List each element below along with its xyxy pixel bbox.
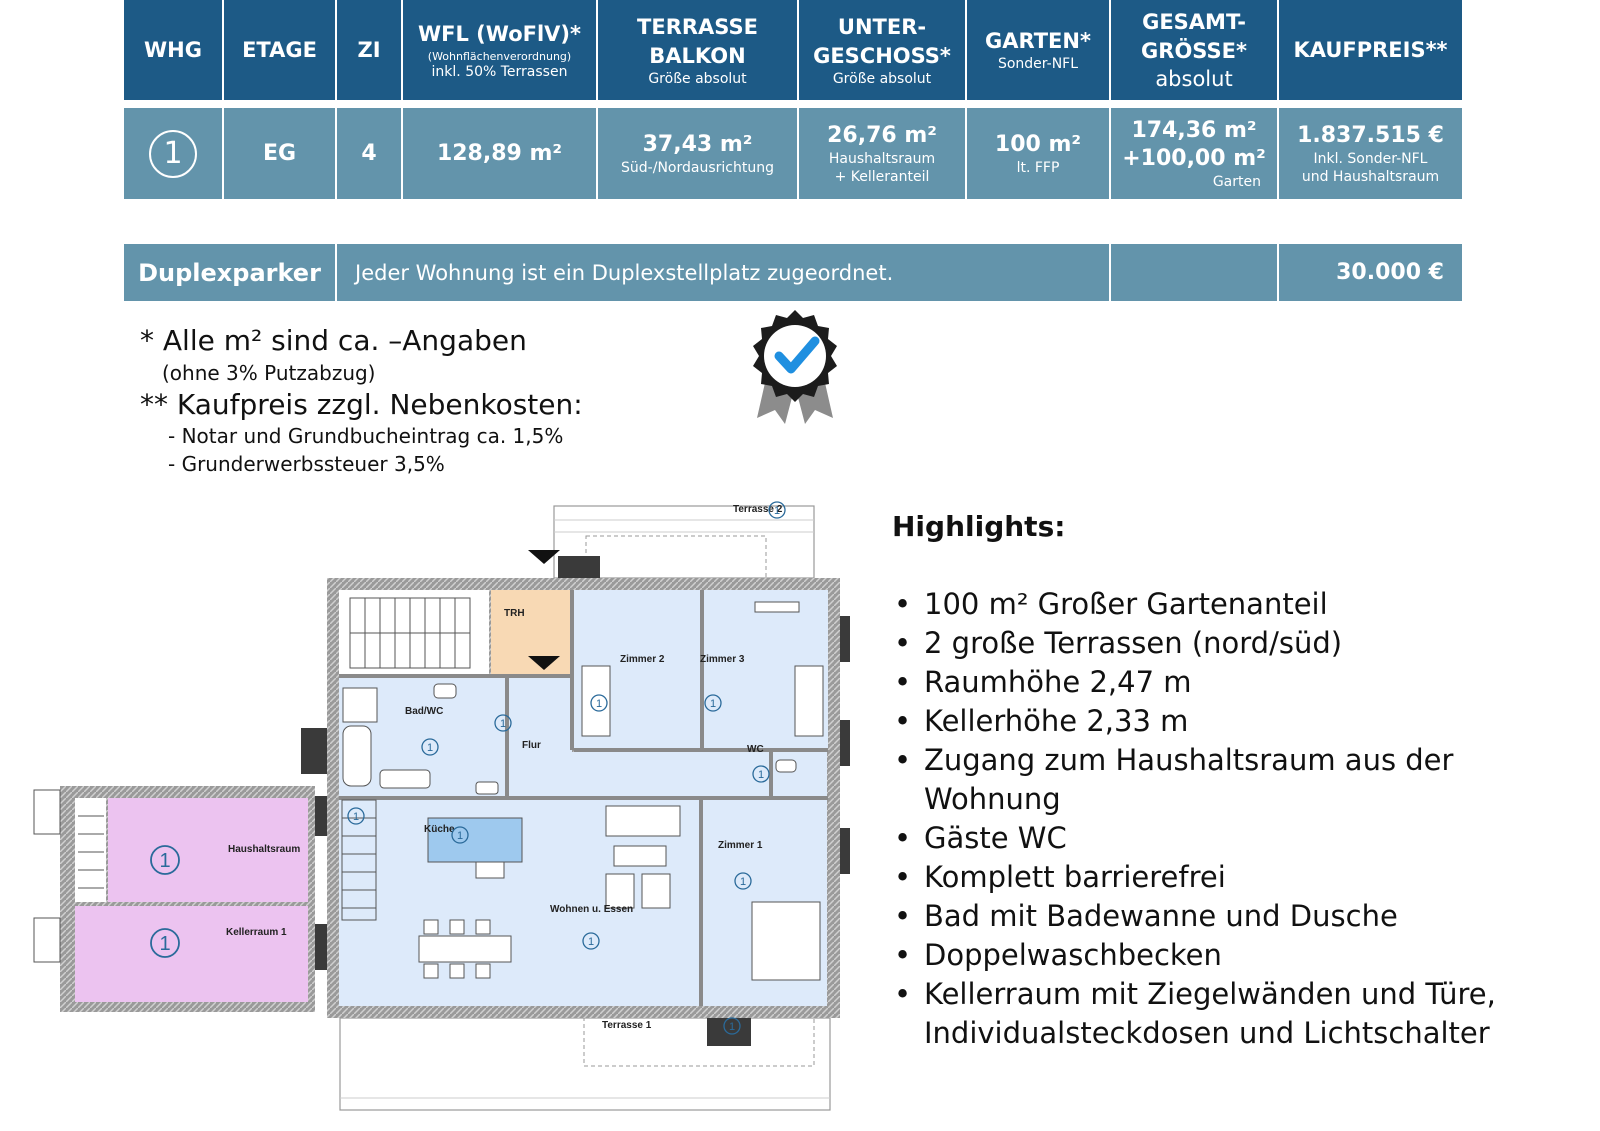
header-kaufpreis: KAUFPREIS** [1279,0,1462,100]
list-item: Zugang zum Haushaltsraum aus der Wohnung [892,741,1572,819]
header-zi: ZI [337,0,401,100]
parking-label: Duplexparker [124,244,335,301]
floor-plan: Terrasse 2 TRH Zimmer 2 Zimmer 3 Bad/WC … [33,501,850,1111]
list-item: Doppelwaschbecken [892,936,1572,975]
label-wohnen: Wohnen u. Essen [550,904,633,915]
svg-text:1: 1 [159,850,170,872]
label-wc: WC [747,744,764,755]
unit-number-circle: 1 [149,129,197,178]
room-haushaltsraum [108,798,308,902]
value-garten: 100 m² lt. FFP [967,108,1109,199]
svg-text:1: 1 [740,876,746,888]
label-flur: Flur [522,740,541,751]
list-item: Bad mit Badewanne und Dusche [892,897,1572,936]
value-kaufpreis: 1.837.515 € Inkl. Sonder-NFL und Haushal… [1279,108,1462,199]
room-kellerraum-1 [75,906,308,1002]
list-item: 100 m² Großer Gartenanteil [892,585,1572,624]
value-etage: EG [224,108,335,199]
label-trh: TRH [504,608,525,619]
terrace-1 [339,1017,831,1111]
label-kellerraum: Kellerraum 1 [226,927,287,938]
room-trh [491,590,572,676]
value-gesamtgroesse: 174,36 m² +100,00 m² Garten [1111,108,1277,199]
svg-text:1: 1 [774,505,780,517]
terrace-2 [553,505,815,579]
highlights-list: 100 m² Großer Gartenanteil 2 große Terra… [892,585,1572,1053]
header-terrasse: TERRASSE BALKON Größe absolut [598,0,797,100]
label-zimmer-1: Zimmer 1 [718,840,763,851]
svg-text:1: 1 [500,718,506,730]
svg-text:1: 1 [596,698,602,710]
header-etage: ETAGE [224,0,335,100]
list-item: Kellerhöhe 2,33 m [892,702,1572,741]
header-whg: WHG [124,0,222,100]
value-whg: 1 [124,108,222,199]
header-wfl: WFL (WoFlV)* (Wohnflächenverordnung) ink… [403,0,596,100]
label-terrasse-2: Terrasse 2 [733,504,783,515]
parking-text: Jeder Wohnung ist ein Duplexstellplatz z… [337,244,1109,301]
value-untergeschoss: 26,76 m² Haushaltsraum + Kelleranteil [799,108,965,199]
value-terrasse: 37,43 m² Süd-/Nordausrichtung [598,108,797,199]
list-item: 2 große Terrassen (nord/süd) [892,624,1572,663]
value-wfl: 128,89 m² [403,108,596,199]
label-kueche: Küche [424,824,455,835]
highlights-title: Highlights: [892,510,1066,543]
label-terrasse-1: Terrasse 1 [602,1020,652,1031]
svg-text:1: 1 [427,742,433,754]
list-item: Gäste WC [892,819,1572,858]
label-zimmer-3: Zimmer 3 [700,654,745,665]
list-item: Komplett barrierefrei [892,858,1572,897]
list-item: Raumhöhe 2,47 m [892,663,1572,702]
value-zi: 4 [337,108,401,199]
parking-price: 30.000 € [1279,244,1462,301]
svg-text:1: 1 [457,830,463,842]
list-item: Kellerraum mit Ziegelwänden und Türe, In… [892,975,1572,1053]
svg-text:1: 1 [729,1021,735,1033]
header-garten: GARTEN* Sonder-NFL [967,0,1109,100]
svg-text:1: 1 [758,769,764,781]
header-gesamtgroesse: GESAMT- GRÖSSE* absolut [1111,0,1277,100]
label-bad: Bad/WC [405,706,443,717]
footnotes: * Alle m² sind ca. –Angaben (ohne 3% Put… [140,324,583,476]
checkmark-badge-icon [753,310,837,424]
svg-text:1: 1 [588,936,594,948]
svg-text:1: 1 [710,698,716,710]
header-untergeschoss: UNTER- GESCHOSS* Größe absolut [799,0,965,100]
parking-spacer [1111,244,1277,301]
svg-text:1: 1 [353,811,359,823]
svg-text:1: 1 [159,933,170,955]
label-zimmer-2: Zimmer 2 [620,654,665,665]
room-wc [771,752,827,796]
label-haushaltsraum: Haushaltsraum [228,844,300,855]
